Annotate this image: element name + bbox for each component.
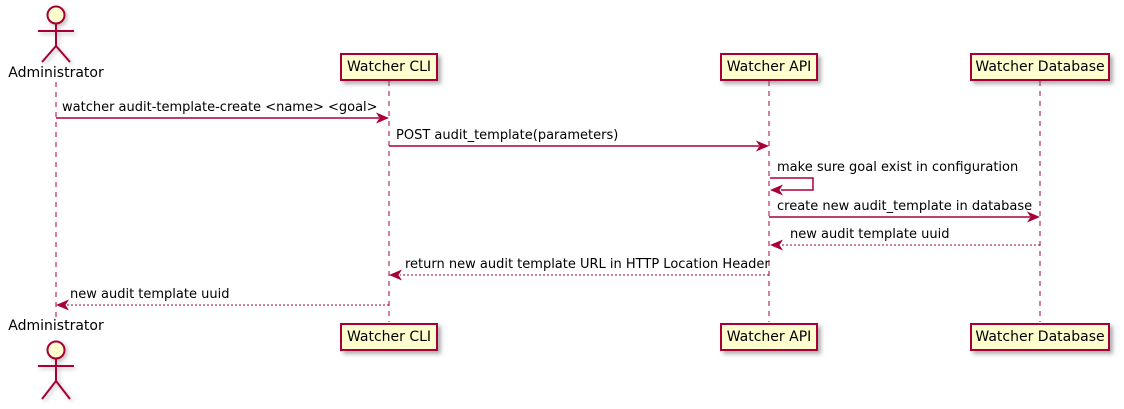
message-3-self-arrow xyxy=(770,177,814,196)
message-3-label: make sure goal exist in configuration xyxy=(777,160,1019,175)
participant-label: Watcher CLI xyxy=(346,329,432,345)
message-1-arrow xyxy=(56,112,389,124)
actor-label-administrator-bottom: Administrator xyxy=(8,318,104,334)
actor-label-administrator-top: Administrator xyxy=(8,65,104,81)
message-5-arrow xyxy=(770,239,1040,251)
participant-watcher-database-bottom: Watcher Database xyxy=(970,323,1110,351)
participant-watcher-api-top: Watcher API xyxy=(720,53,818,81)
message-4-label: create new audit_template in database xyxy=(777,199,1033,214)
message-4-arrow xyxy=(769,211,1040,223)
participant-watcher-api-bottom: Watcher API xyxy=(720,323,818,351)
message-5-label: new audit template uuid xyxy=(790,227,950,242)
participant-watcher-database-top: Watcher Database xyxy=(970,53,1110,81)
administrator-actor-icon-top xyxy=(38,5,74,63)
administrator-actor-icon-bottom xyxy=(38,340,74,400)
message-2-label: POST audit_template(parameters) xyxy=(396,128,619,143)
participant-label: Watcher API xyxy=(726,329,812,345)
message-7-label: new audit template uuid xyxy=(70,287,230,302)
participant-label: Watcher Database xyxy=(975,59,1105,75)
message-1-label: watcher audit-template-create <name> <go… xyxy=(62,100,378,115)
message-6-arrow xyxy=(389,269,769,281)
participant-watcher-cli-bottom: Watcher CLI xyxy=(340,323,438,351)
participant-label: Watcher Database xyxy=(975,329,1105,345)
participant-label: Watcher API xyxy=(726,59,812,75)
message-2-arrow xyxy=(389,140,769,152)
participant-watcher-cli-top: Watcher CLI xyxy=(340,53,438,81)
participant-label: Watcher CLI xyxy=(346,59,432,75)
message-7-arrow xyxy=(56,299,389,311)
message-6-label: return new audit template URL in HTTP Lo… xyxy=(405,257,770,272)
